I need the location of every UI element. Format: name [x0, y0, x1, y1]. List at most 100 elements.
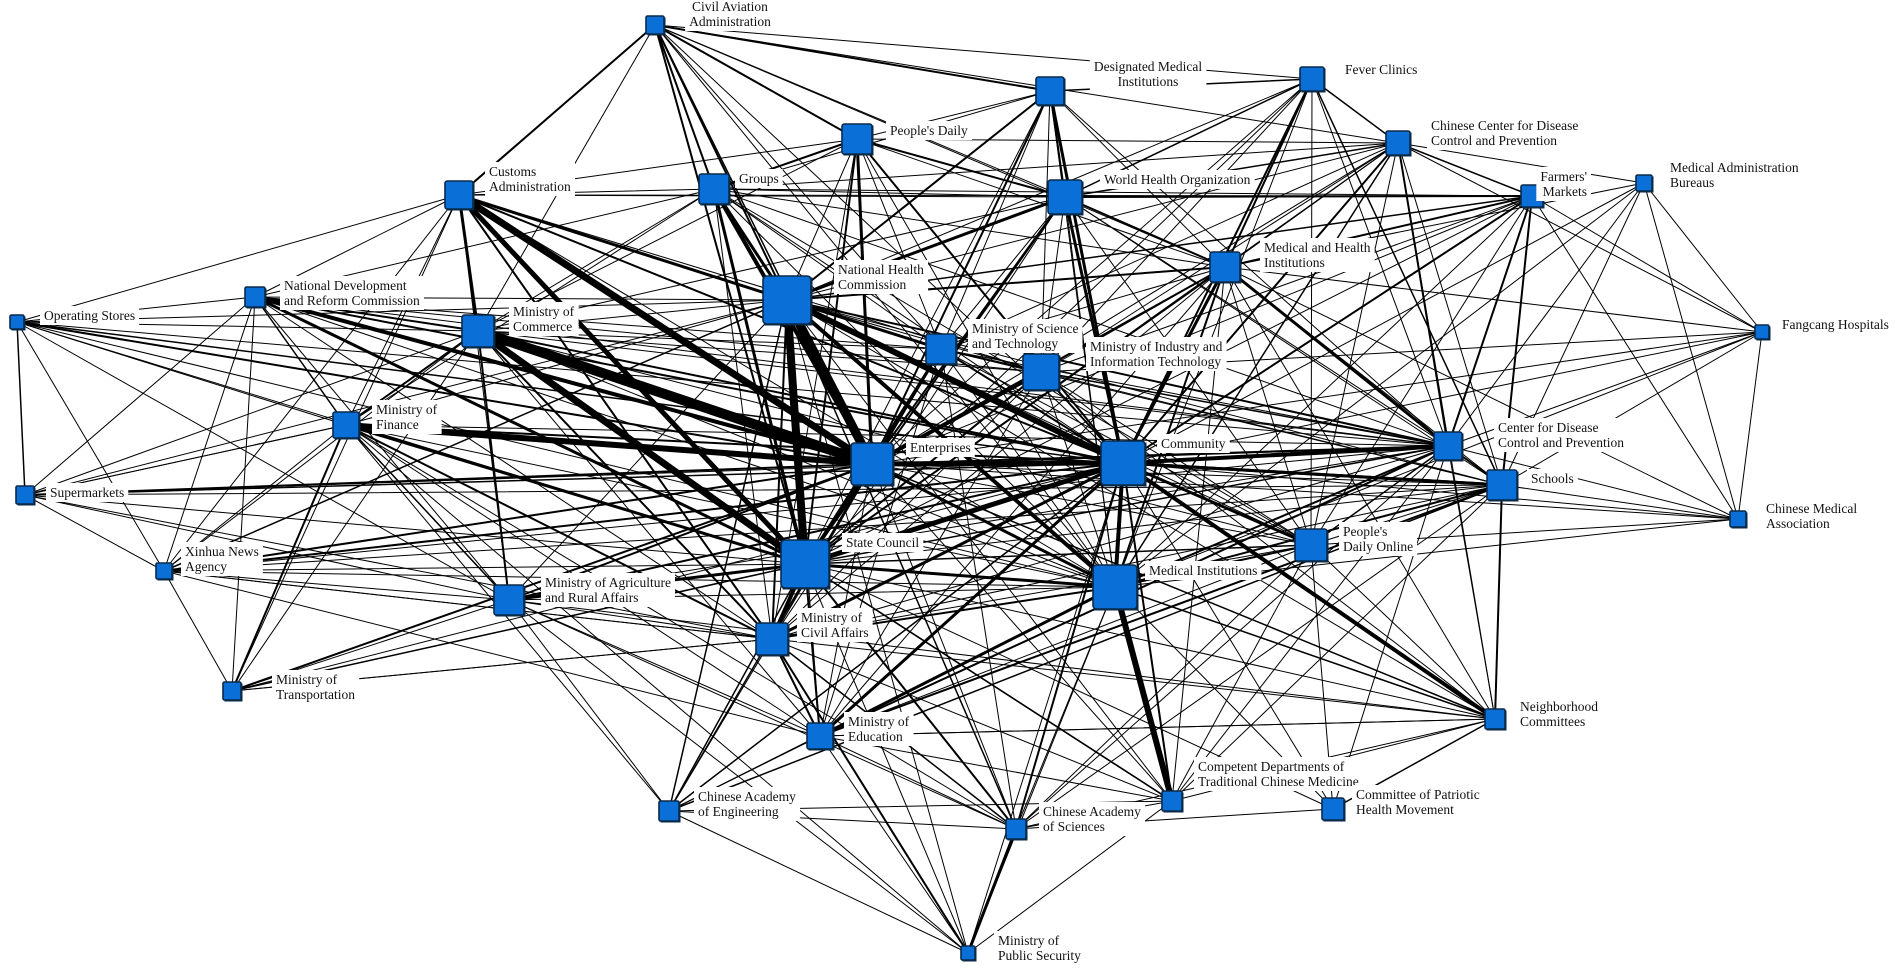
edge-moara-cas	[508, 599, 1017, 830]
node-label-line: Enterprises	[910, 440, 971, 455]
edge-fangcang-schools	[1501, 331, 1763, 486]
edge-farmers-fangcang	[1531, 195, 1763, 333]
node-supermarkets: Supermarkets	[15, 483, 129, 506]
node-label-line: and Rural Affairs	[545, 590, 638, 605]
edge-who-medinst	[1064, 196, 1116, 588]
edge-dmi-cdc	[1049, 90, 1449, 447]
edge-farmers-enterprises	[871, 195, 1533, 465]
node-label-background	[1516, 697, 1603, 731]
edge-community-cae	[668, 462, 1124, 812]
edge-farmers-statecouncil	[804, 195, 1533, 565]
edge-cdc-cas	[1015, 445, 1449, 830]
node-label-background	[1086, 337, 1227, 371]
edge-cas-community	[1015, 462, 1124, 830]
node-label-line: Medical Institutions	[1149, 563, 1257, 578]
edge-schools-community	[1121, 461, 1504, 487]
edge-mot-xinhua	[163, 570, 233, 692]
node-label-line: Committees	[1520, 714, 1585, 729]
edge-community-cdc	[1121, 444, 1450, 465]
node-square	[1729, 510, 1747, 528]
node-label-line: Committee of Patriotic	[1356, 787, 1480, 802]
node-label-background	[797, 608, 873, 642]
node-label-background	[181, 542, 263, 576]
node-label-background	[1427, 116, 1583, 150]
node-fangcang: Fangcang Hospitals	[1754, 315, 1893, 341]
node-square	[332, 411, 360, 439]
edge-statecouncil-cas	[804, 563, 1017, 830]
edge-customs-moara	[458, 194, 510, 601]
node-square	[762, 275, 812, 325]
edge-nhc-mps	[786, 299, 969, 954]
edge-fangcang-mhi	[1224, 266, 1763, 333]
node-label: Schools	[1531, 471, 1574, 486]
node-community: Community	[1100, 434, 1230, 487]
edge-xinhua-moe	[163, 570, 821, 737]
node-label-line: Ministry of	[513, 304, 575, 319]
node-pdaily: People's Daily	[841, 121, 973, 156]
node-label-line: Medical and Health	[1264, 240, 1371, 255]
edge-ndrc-supermarkets	[24, 296, 256, 496]
node-label-background	[1089, 57, 1207, 91]
edge-who-statecouncil	[804, 196, 1066, 565]
node-label-background	[1260, 238, 1375, 272]
edge-community-mps	[967, 462, 1124, 954]
edge-ndrc-xinhua	[163, 296, 256, 572]
node-label-line: World Health Organization	[1104, 172, 1251, 187]
node-square	[444, 180, 474, 210]
edge-statecouncil-mot	[231, 563, 806, 692]
node-label-line: Chinese Academy	[1043, 804, 1141, 819]
edge-farmers-community	[1122, 195, 1533, 464]
edge-patriotic-community	[1122, 462, 1334, 810]
edge-ndrc-mca	[254, 296, 773, 640]
edge-ndrc-medinst	[254, 296, 1116, 588]
node-label-background	[1145, 561, 1262, 580]
edge-mhi-mca	[771, 266, 1226, 640]
edge-ndrc-mof	[254, 296, 347, 426]
edge-moara-cae	[508, 599, 670, 812]
edge-caa-pdaily	[654, 24, 858, 140]
edge-mhi-nbhood	[1224, 266, 1496, 720]
edge-caa-most	[654, 24, 942, 350]
edge-schools-nbhood	[1494, 484, 1503, 720]
edge-miit-medinst	[1040, 371, 1116, 588]
edge-groups-pdonline	[713, 188, 1312, 546]
node-square	[155, 562, 173, 580]
node-opstores: Operating Stores	[9, 306, 140, 331]
edge-pdaily-who	[856, 138, 1066, 198]
node-square	[15, 485, 35, 505]
node-label-line: Association	[1766, 516, 1830, 531]
node-label-background	[844, 712, 914, 746]
edge-mca-cae	[668, 638, 773, 812]
edge-fever-cdc_cn	[1311, 78, 1399, 144]
edge-statecouncil-xinhua	[163, 563, 806, 572]
edge-customs-most	[458, 194, 942, 350]
edge-cma-community	[1122, 462, 1739, 520]
edge-caa-enterprises	[654, 24, 873, 465]
node-square	[806, 722, 834, 750]
edge-cdc-mca	[771, 445, 1449, 640]
node-schools: Schools	[1486, 469, 1578, 502]
edge-enterprises-schools	[871, 463, 1503, 486]
node-square	[1385, 130, 1411, 156]
edge-mot-community	[231, 462, 1124, 692]
node-label-background	[1352, 785, 1484, 819]
edge-mof-cae	[345, 424, 670, 812]
edge-cdc_cn-schools	[1397, 142, 1503, 486]
edge-groups-enterprises	[712, 187, 874, 466]
node-square	[780, 539, 830, 589]
edge-mofcom-medinst	[477, 330, 1116, 588]
edge-statecouncil-moe	[804, 563, 821, 737]
edge-supermarkets-statecouncil	[24, 494, 806, 565]
edge-mab-fangcang	[1643, 182, 1763, 333]
